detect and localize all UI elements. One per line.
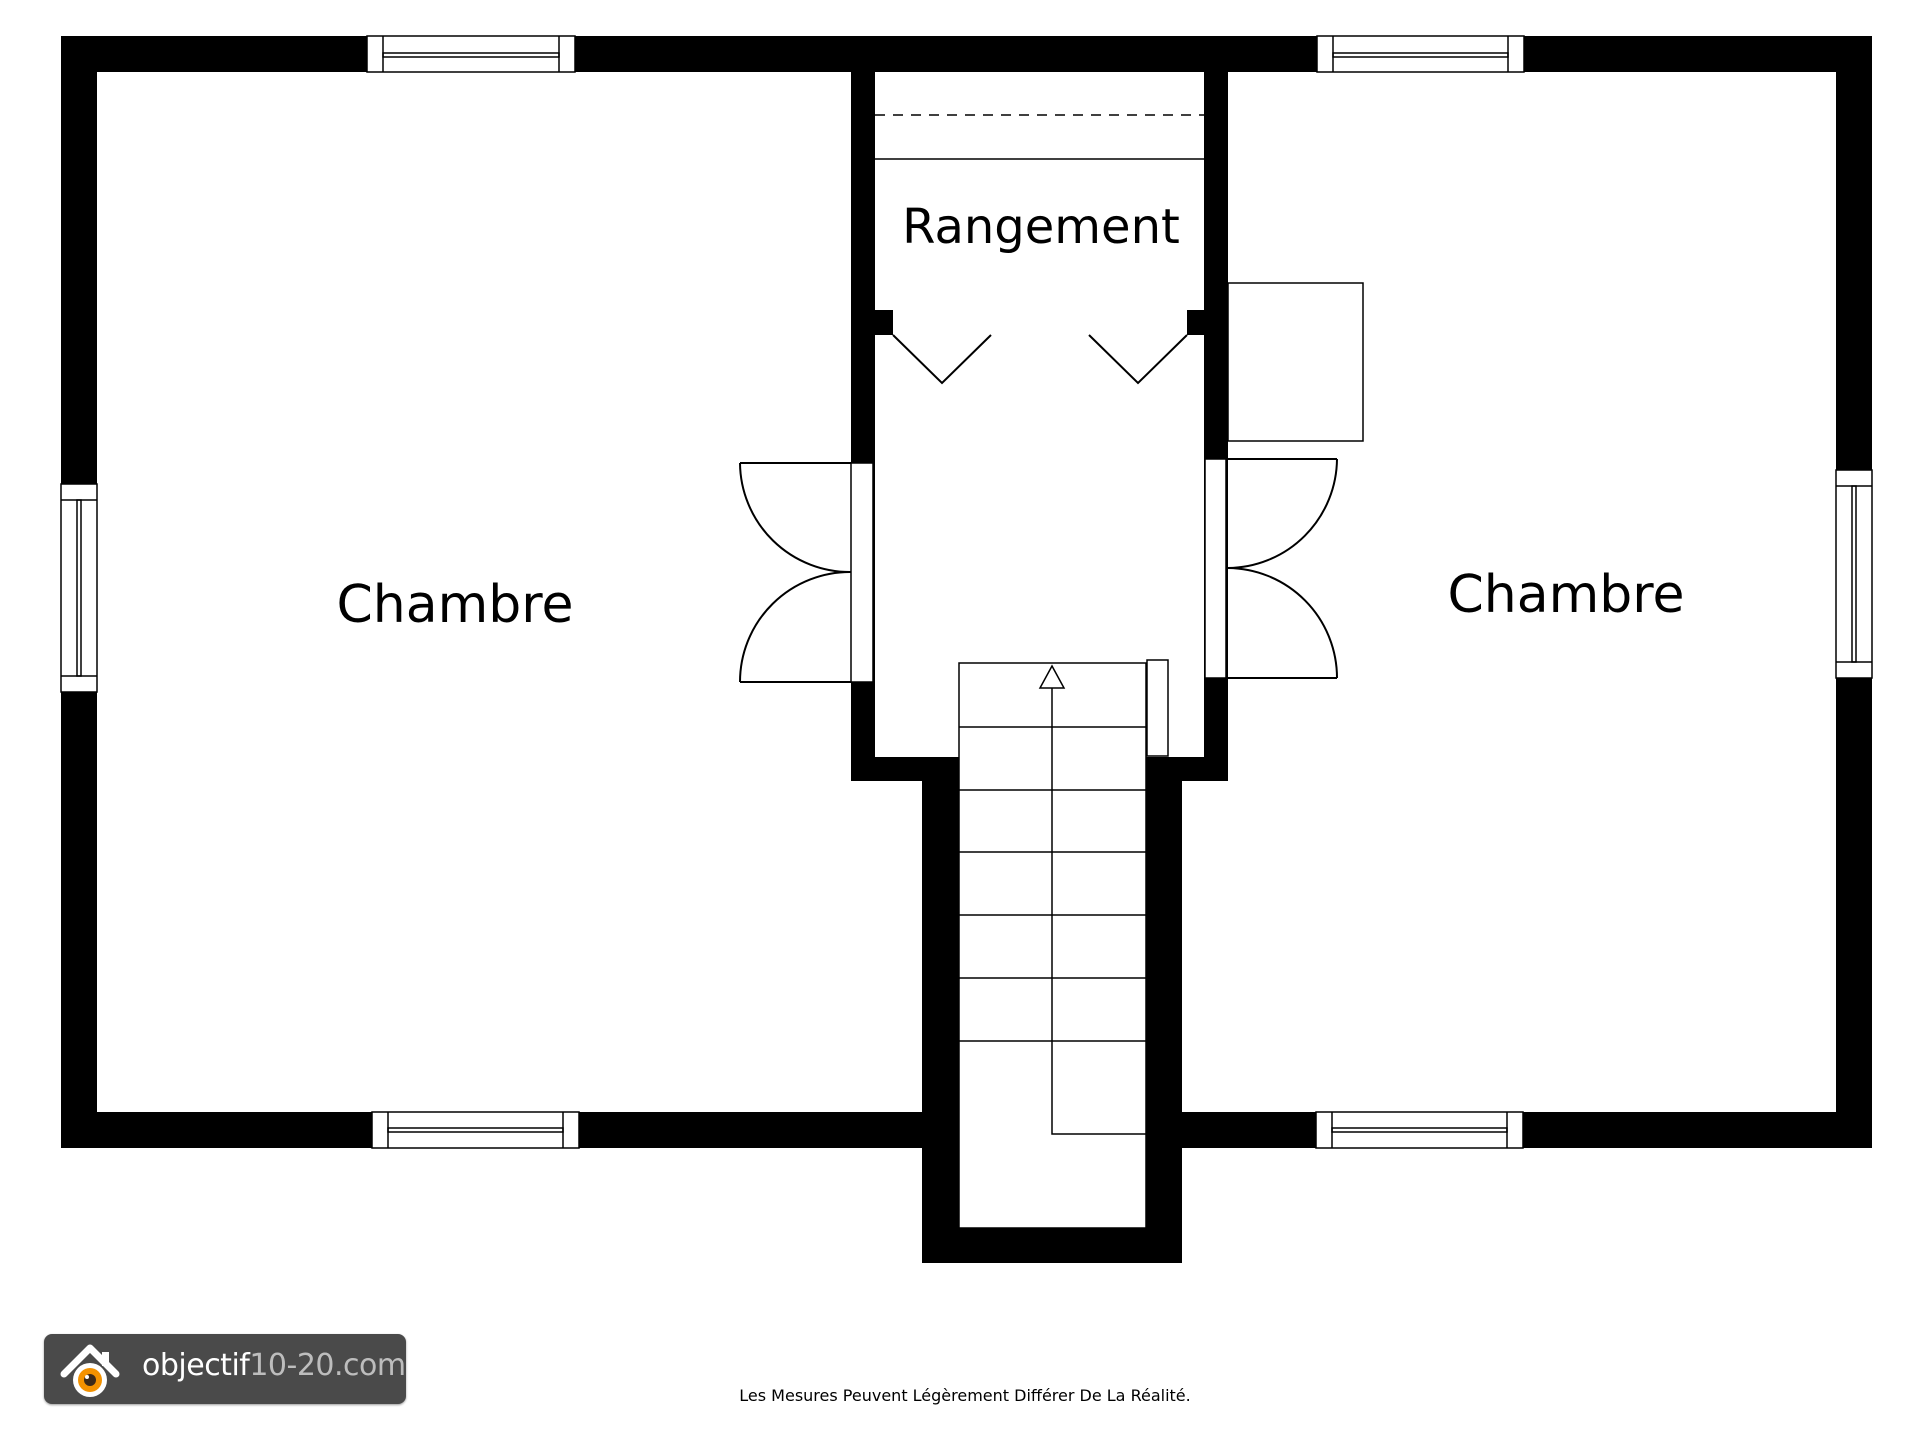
window-right: [1835, 469, 1873, 679]
window-bottom-right: [1315, 1111, 1524, 1149]
windows: [60, 35, 1873, 1149]
house-camera-icon: [60, 1344, 120, 1397]
label-left-bedroom: Chambre: [336, 575, 573, 635]
door-frame-right: [1204, 458, 1227, 679]
window-top-right: [1316, 35, 1525, 73]
wall-stair-bottom: [922, 1228, 1182, 1263]
label-right-bedroom: Chambre: [1447, 565, 1684, 625]
double-door-left: [739, 462, 852, 683]
window-bottom-left: [371, 1111, 580, 1149]
storage-post-left: [875, 310, 893, 335]
storage-post-right: [1187, 310, 1205, 335]
logo-text-part1: objectif: [142, 1348, 250, 1383]
stair-arrow-icon: [1038, 664, 1066, 689]
stair-rail: [1146, 659, 1169, 757]
storage-bifold-doors: [892, 334, 1188, 385]
wall-stair-right: [1146, 757, 1182, 1263]
staircase: [958, 659, 1169, 1229]
closet-box: [1227, 282, 1364, 442]
window-left: [60, 483, 98, 693]
doors: [739, 334, 1338, 683]
wall-stair-left: [922, 757, 959, 1263]
storage-shelf: [875, 114, 1204, 160]
door-openings: [850, 458, 1227, 683]
logo-text-part2: 10-20.com: [249, 1348, 406, 1383]
wall-top: [61, 36, 1872, 72]
window-top-left: [366, 35, 576, 73]
company-logo: objectif10-20.com: [44, 1334, 406, 1404]
label-storage: Rangement: [902, 199, 1180, 255]
door-frame-left: [850, 462, 874, 683]
double-door-right: [1227, 458, 1338, 679]
disclaimer-text: Les Mesures Peuvent Légèrement Différer …: [739, 1386, 1191, 1405]
logo-text: objectif10-20.com: [142, 1348, 406, 1383]
stair-direction-line: [1051, 684, 1146, 1135]
